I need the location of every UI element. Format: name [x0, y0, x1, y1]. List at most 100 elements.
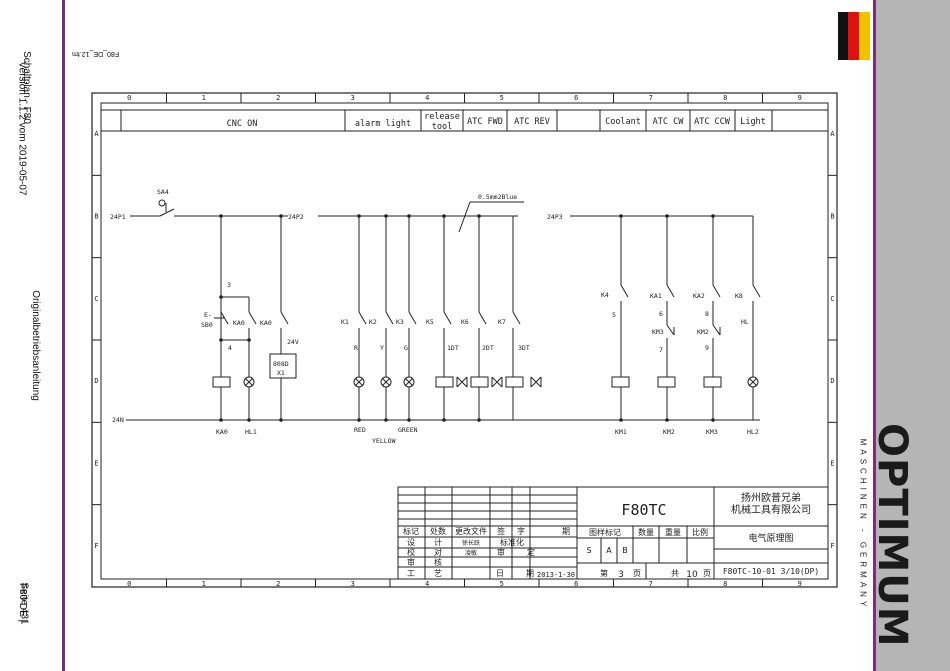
- rev-col-mark: 标记: [403, 526, 419, 536]
- label-wire-note: 0.5mm2Blue: [478, 193, 517, 201]
- coil-km2: [657, 376, 676, 388]
- label-24n: 24N: [112, 416, 124, 424]
- frame-col-label-bottom: 4: [425, 580, 429, 588]
- label-node-4: 4: [228, 344, 232, 352]
- sign-design: 设: [407, 537, 415, 547]
- label-node-7: 7: [659, 346, 663, 354]
- label-24p3: 24P3: [547, 213, 563, 221]
- k3-contact: [408, 311, 417, 325]
- hdr-scale: 比例: [692, 527, 708, 537]
- km2-nc: [712, 324, 721, 336]
- ka0-contact-2: [280, 311, 289, 325]
- km3-nc: [666, 324, 675, 336]
- sa4-blade: [159, 208, 175, 217]
- date-value: 2013-1-30: [537, 571, 575, 579]
- coil-ka0: [212, 376, 231, 388]
- frame-row-label-left: E: [94, 460, 98, 468]
- frame-col-label-bottom: 9: [798, 580, 802, 588]
- sign-process-2: 艺: [434, 569, 442, 578]
- label-24p1: 24P1: [110, 213, 126, 221]
- sign-design-2: 计: [434, 537, 442, 547]
- label-bottom-hl1: HL1: [245, 428, 257, 436]
- label-1dt: 1DT: [447, 344, 459, 352]
- leader: [458, 201, 471, 233]
- ka2-contact: [712, 284, 721, 298]
- header-atc-ccw: ATC CCW: [694, 117, 731, 127]
- label-k8: K8: [735, 292, 743, 300]
- frame-row-label-left: C: [94, 295, 98, 303]
- sheet-number: 3: [618, 570, 624, 580]
- frame-col-label-bottom: 0: [127, 580, 131, 588]
- solenoid-1dt: [435, 376, 454, 388]
- title-drawing-name: 电气原理图: [748, 532, 793, 544]
- header-coolant: Coolant: [605, 117, 641, 127]
- sign-checker: 凌敏: [465, 549, 477, 557]
- title-company-2: 机械工具有限公司: [731, 503, 811, 516]
- date-label: 日: [496, 569, 504, 578]
- label-ka2: KA2: [693, 292, 705, 300]
- label-g: G: [404, 344, 408, 352]
- mark-b: B: [622, 546, 628, 555]
- rev-col-count: 处数: [430, 526, 446, 536]
- frame-row-label-left: D: [94, 377, 98, 385]
- sign-approve: 审: [497, 547, 505, 557]
- frame-col-label-top: 8: [723, 94, 727, 102]
- label-24p2: 24P2: [288, 213, 304, 221]
- frame-row-label-right: E: [830, 460, 834, 468]
- frame-col-label-bottom: 7: [649, 580, 653, 588]
- hdr-qty: 数量: [638, 527, 654, 537]
- valve-3dt: [530, 376, 542, 388]
- frame-col-label-top: 4: [425, 94, 429, 102]
- coil-km1: [611, 376, 630, 388]
- header-light: Light: [740, 117, 766, 127]
- frame-col-label-top: 6: [574, 94, 578, 102]
- rev-col-doc: 更改文件: [455, 526, 487, 536]
- label-k7: K7: [498, 318, 506, 326]
- sb0-contact: [220, 311, 229, 325]
- k5-contact: [443, 311, 452, 325]
- k4-contact: [620, 284, 629, 298]
- hdr-mark: 图样标记: [589, 527, 621, 537]
- label-k3: K3: [396, 318, 404, 326]
- sign-review: 审: [407, 557, 415, 567]
- label-24v: 24V: [287, 338, 299, 346]
- sign-process: 工: [407, 569, 415, 578]
- label-bottom-red: RED: [354, 426, 366, 434]
- label-hl: HL: [741, 318, 749, 326]
- frame-row-label-right: A: [830, 130, 835, 138]
- sheet-prefix: 第: [600, 568, 608, 578]
- left-border: [62, 0, 65, 671]
- label-x1: X1: [277, 369, 285, 377]
- frame-row-label-right: D: [830, 377, 834, 385]
- label-node-6: 6: [659, 310, 663, 318]
- total-prefix: 共: [671, 569, 679, 578]
- valve-1dt: [456, 376, 468, 388]
- label-k2: K2: [369, 318, 377, 326]
- lamp-x: [245, 378, 253, 386]
- label-ka0-contact-2: KA0: [260, 319, 272, 327]
- frame-col-label-bottom: 6: [574, 580, 578, 588]
- solenoid-3dt: [505, 376, 524, 388]
- label-node-9: 9: [705, 344, 709, 352]
- sign-std: 标准化: [500, 537, 524, 547]
- label-k5: K5: [426, 318, 434, 326]
- ka1-contact: [666, 284, 675, 298]
- label-bottom-km2: KM2: [663, 428, 675, 436]
- label-k1: K1: [341, 318, 349, 326]
- rev-col-date: 期: [562, 527, 570, 536]
- hdr-weight: 重量: [665, 527, 681, 537]
- mark-s: S: [586, 546, 591, 555]
- frame-row-label-right: B: [830, 213, 834, 221]
- ka0-contact: [248, 311, 257, 325]
- label-k6: K6: [461, 318, 469, 326]
- module-808d: [269, 353, 297, 379]
- brand-sidebar: [876, 0, 950, 671]
- label-ka0-contact: KA0: [233, 319, 245, 327]
- date-label-2: 期: [526, 569, 534, 578]
- flag-stripe-red: [848, 12, 859, 60]
- frame-row-label-left: B: [94, 213, 98, 221]
- frame-row-label-left: F: [94, 542, 98, 550]
- header-release-tool-1: release: [424, 112, 460, 122]
- valve-2dt: [491, 376, 503, 388]
- header-cnc-on: CNC ON: [227, 119, 258, 129]
